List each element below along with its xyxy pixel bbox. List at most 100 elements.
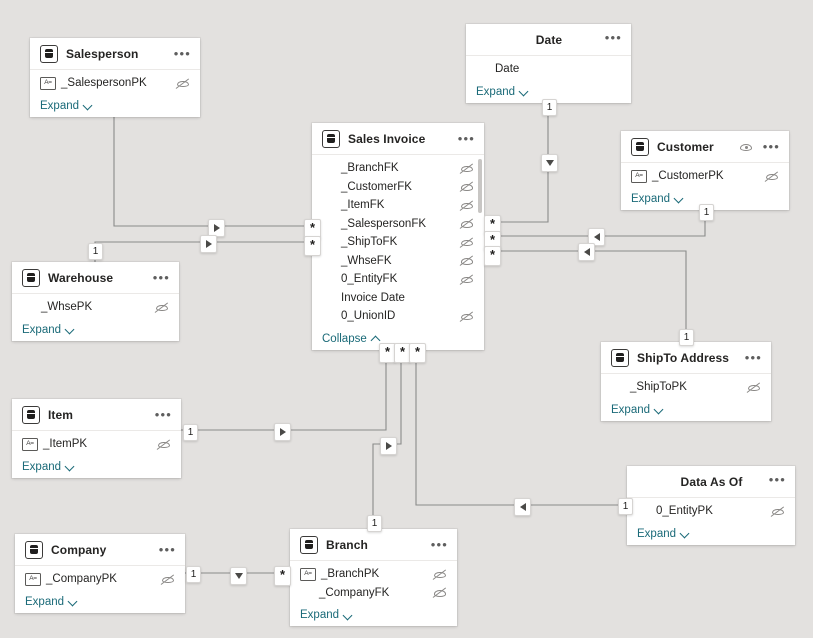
eye-hidden-icon[interactable] bbox=[161, 573, 176, 585]
eye-hidden-icon[interactable] bbox=[433, 568, 448, 580]
expand-button[interactable]: Expand bbox=[601, 399, 771, 421]
cardinality-many-badge[interactable]: * bbox=[409, 343, 426, 363]
field-row[interactable]: A=_SalespersonPK bbox=[30, 74, 200, 93]
field-row[interactable]: _CompanyFK bbox=[290, 584, 457, 603]
table-card-item[interactable]: Item••• A=_ItemPK Expand bbox=[12, 399, 181, 478]
more-options-icon[interactable]: ••• bbox=[604, 30, 622, 45]
expand-button[interactable]: Expand bbox=[466, 81, 631, 103]
eye-hidden-icon[interactable] bbox=[176, 77, 191, 89]
more-options-icon[interactable]: ••• bbox=[762, 138, 780, 154]
field-row[interactable]: _BranchFK bbox=[312, 159, 484, 178]
table-header-item[interactable]: Item••• bbox=[12, 399, 181, 431]
more-options-icon[interactable]: ••• bbox=[430, 536, 448, 552]
expand-button[interactable]: Expand bbox=[12, 456, 181, 478]
table-card-warehouse[interactable]: Warehouse••• _WhsePK Expand bbox=[12, 262, 179, 341]
field-row[interactable]: _WhsePK bbox=[12, 298, 179, 317]
table-header-customer[interactable]: Customer••• bbox=[621, 131, 789, 163]
more-options-icon[interactable]: ••• bbox=[158, 541, 176, 557]
cardinality-one-badge[interactable]: 1 bbox=[88, 243, 103, 260]
field-row[interactable]: A=_CustomerPK bbox=[621, 167, 789, 186]
eye-hidden-icon[interactable] bbox=[765, 170, 780, 182]
table-header-data-as-of[interactable]: Data As Of••• bbox=[627, 466, 795, 498]
more-options-icon[interactable]: ••• bbox=[457, 130, 475, 146]
eye-hidden-icon[interactable] bbox=[433, 587, 448, 599]
more-options-icon[interactable]: ••• bbox=[154, 406, 172, 422]
table-card-shipto-address[interactable]: ShipTo Address••• _ShipToPK Expand bbox=[601, 342, 771, 421]
table-card-customer[interactable]: Customer••• A=_CustomerPK Expand bbox=[621, 131, 789, 210]
field-row[interactable]: Invoice Date bbox=[312, 289, 484, 308]
cardinality-many-badge[interactable]: * bbox=[304, 236, 321, 256]
field-row[interactable]: _SalespersonFK bbox=[312, 215, 484, 234]
eye-hidden-icon[interactable] bbox=[771, 505, 786, 517]
cardinality-one-badge[interactable]: 1 bbox=[367, 515, 382, 532]
cardinality-one-badge[interactable]: 1 bbox=[618, 498, 633, 515]
table-header-company[interactable]: Company••• bbox=[15, 534, 185, 566]
link-shipto-sales-invoice[interactable] bbox=[490, 250, 687, 342]
table-header-branch[interactable]: Branch••• bbox=[290, 529, 457, 561]
eye-hidden-icon[interactable] bbox=[747, 381, 762, 393]
more-options-icon[interactable]: ••• bbox=[152, 269, 170, 285]
table-header-shipto-address[interactable]: ShipTo Address••• bbox=[601, 342, 771, 374]
field-row[interactable]: 0_EntityPK bbox=[627, 502, 795, 521]
table-card-data-as-of[interactable]: Data As Of••• 0_EntityPK Expand bbox=[627, 466, 795, 545]
eye-visible-icon[interactable] bbox=[739, 141, 754, 153]
cross-filter-arrow-down-icon[interactable] bbox=[541, 154, 558, 172]
field-row[interactable]: A=_ItemPK bbox=[12, 435, 181, 454]
table-card-company[interactable]: Company••• A=_CompanyPK Expand bbox=[15, 534, 185, 613]
eye-hidden-icon[interactable] bbox=[460, 236, 475, 248]
expand-button[interactable]: Expand bbox=[12, 319, 179, 341]
eye-hidden-icon[interactable] bbox=[157, 438, 172, 450]
cardinality-one-badge[interactable]: 1 bbox=[699, 204, 714, 221]
more-options-icon[interactable]: ••• bbox=[744, 349, 762, 365]
cross-filter-arrow-left-icon[interactable] bbox=[514, 498, 531, 516]
field-row[interactable]: 0_EntityFK bbox=[312, 270, 484, 289]
link-dataasof-sales-invoice[interactable] bbox=[415, 350, 630, 506]
more-options-icon[interactable]: ••• bbox=[768, 472, 786, 487]
eye-hidden-icon[interactable] bbox=[460, 199, 475, 211]
eye-hidden-icon[interactable] bbox=[460, 255, 475, 267]
expand-button[interactable]: Expand bbox=[627, 523, 795, 545]
eye-hidden-icon[interactable] bbox=[460, 310, 475, 322]
cardinality-one-badge[interactable]: 1 bbox=[183, 424, 198, 441]
cross-filter-arrow-down-icon[interactable] bbox=[230, 567, 247, 585]
field-row[interactable]: _CustomerFK bbox=[312, 178, 484, 197]
table-header-date[interactable]: Date••• bbox=[466, 24, 631, 56]
link-item-sales-invoice[interactable] bbox=[181, 350, 387, 431]
cardinality-one-badge[interactable]: 1 bbox=[679, 329, 694, 346]
table-header-warehouse[interactable]: Warehouse••• bbox=[12, 262, 179, 294]
expand-button[interactable]: Expand bbox=[30, 95, 200, 117]
table-card-salesperson[interactable]: Salesperson••• A=_SalespersonPK Expand bbox=[30, 38, 200, 117]
table-header-salesperson[interactable]: Salesperson••• bbox=[30, 38, 200, 70]
eye-hidden-icon[interactable] bbox=[460, 162, 475, 174]
field-row[interactable]: 0_UnionID bbox=[312, 307, 484, 326]
cardinality-many-badge[interactable]: * bbox=[484, 246, 501, 266]
cross-filter-arrow-right-icon[interactable] bbox=[200, 235, 217, 253]
expand-button[interactable]: Expand bbox=[15, 591, 185, 613]
more-options-icon[interactable]: ••• bbox=[173, 45, 191, 61]
cardinality-one-badge[interactable]: 1 bbox=[186, 566, 201, 583]
link-salesperson-sales-invoice[interactable] bbox=[113, 112, 311, 227]
eye-hidden-icon[interactable] bbox=[460, 218, 475, 230]
collapse-button[interactable]: Collapse bbox=[312, 328, 484, 350]
cross-filter-arrow-left-icon[interactable] bbox=[578, 243, 595, 261]
field-row[interactable]: A=_CompanyPK bbox=[15, 570, 185, 589]
cardinality-many-badge[interactable]: * bbox=[274, 566, 291, 586]
expand-button[interactable]: Expand bbox=[621, 188, 789, 210]
link-date-sales-invoice[interactable] bbox=[490, 104, 549, 223]
expand-button[interactable]: Expand bbox=[290, 604, 457, 626]
field-list-scrollbar[interactable] bbox=[478, 159, 482, 213]
field-row[interactable]: _ItemFK bbox=[312, 196, 484, 215]
cross-filter-arrow-left-icon[interactable] bbox=[588, 228, 605, 246]
field-row[interactable]: Date bbox=[466, 60, 631, 79]
field-row[interactable]: _ShipToPK bbox=[601, 378, 771, 397]
cross-filter-arrow-right-icon[interactable] bbox=[380, 437, 397, 455]
table-card-sales-invoice[interactable]: Sales Invoice••• _BranchFK_CustomerFK_Ite… bbox=[312, 123, 484, 350]
cardinality-many-badge[interactable]: * bbox=[379, 343, 396, 363]
field-row[interactable]: _ShipToFK bbox=[312, 233, 484, 252]
field-row[interactable]: _WhseFK bbox=[312, 252, 484, 271]
table-header-sales-invoice[interactable]: Sales Invoice••• bbox=[312, 123, 484, 155]
eye-hidden-icon[interactable] bbox=[460, 181, 475, 193]
cross-filter-arrow-right-icon[interactable] bbox=[274, 423, 291, 441]
